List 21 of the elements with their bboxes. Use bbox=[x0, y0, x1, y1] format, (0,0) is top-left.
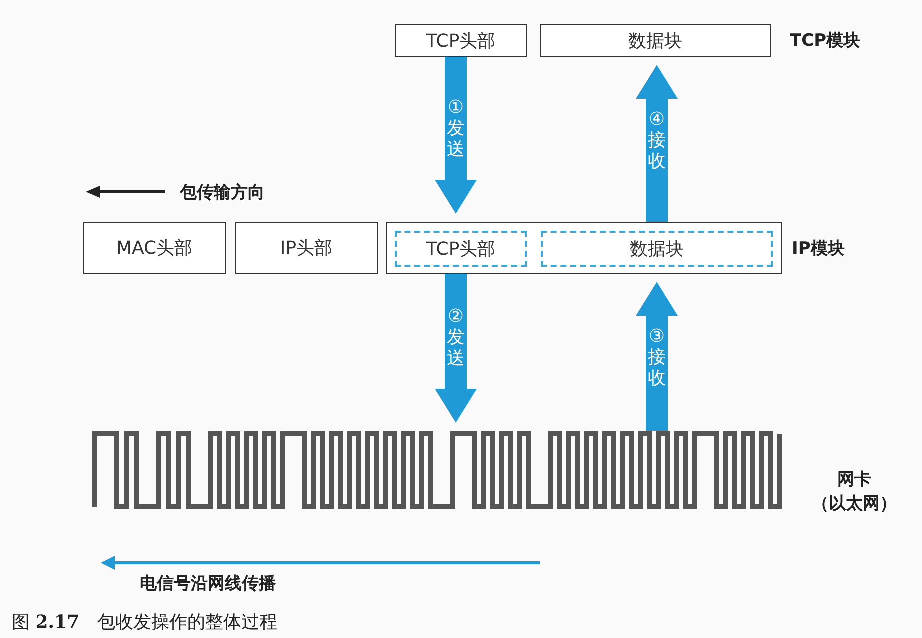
header-box: IP头部 bbox=[235, 222, 378, 274]
header-box: TCP头部 bbox=[395, 231, 527, 267]
module-label: IP模块 bbox=[792, 238, 845, 260]
arrow bbox=[636, 65, 678, 222]
edge-label: ②发送 bbox=[446, 306, 466, 369]
module-label: TCP模块 bbox=[790, 30, 861, 52]
direction-label: 电信号沿网线传播 bbox=[140, 573, 276, 595]
edge-label: ③接收 bbox=[647, 326, 667, 389]
packet-box bbox=[386, 222, 782, 274]
caption: 图 2.17 包收发操作的整体过程 bbox=[12, 611, 278, 634]
device-label: 网卡（以太网） bbox=[812, 469, 897, 516]
signal-waveform-drawing bbox=[92, 431, 784, 510]
header-box: TCP头部 bbox=[395, 24, 527, 57]
data-block-box: 数据块 bbox=[541, 231, 773, 267]
edge-label: ①发送 bbox=[446, 97, 466, 160]
arrow bbox=[435, 57, 477, 214]
arrow bbox=[636, 282, 678, 431]
header-box: MAC头部 bbox=[83, 222, 226, 274]
data-block-box: 数据块 bbox=[540, 24, 771, 57]
edge-label: ④接收 bbox=[647, 109, 667, 172]
direction-label: 包传输方向 bbox=[180, 182, 265, 204]
